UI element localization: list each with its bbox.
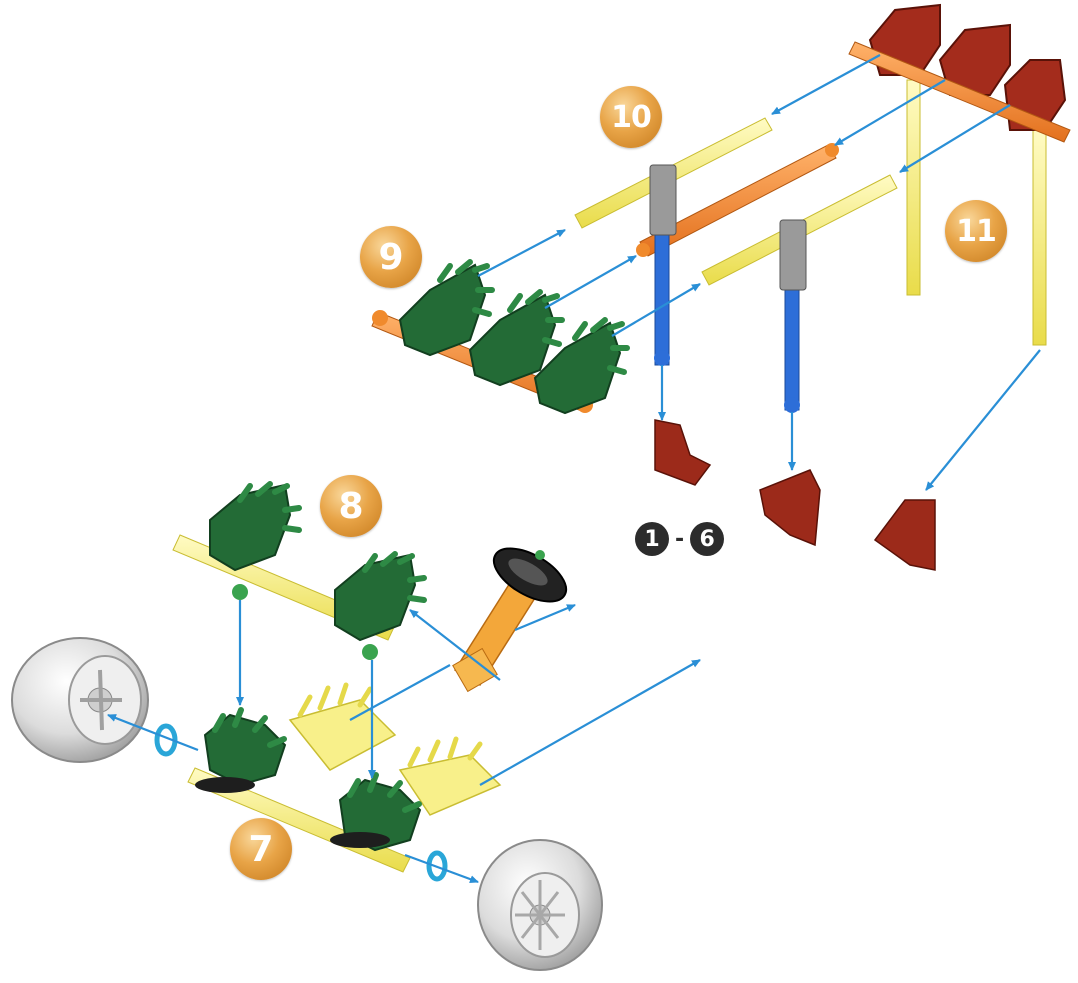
step7-green-connector-right-icon	[330, 772, 422, 852]
arrow	[544, 255, 637, 309]
step9-green-connector-3-icon	[533, 317, 630, 415]
front-left-wheel-icon	[11, 637, 149, 763]
right-spacer-icon	[426, 850, 448, 882]
step11-yellow-rod-left-icon	[906, 79, 921, 296]
step-11-number: 11	[956, 213, 997, 249]
arrow	[771, 54, 881, 115]
step-10-number: 10	[611, 99, 652, 135]
rear-right-wheel-icon	[477, 839, 603, 971]
arrow	[409, 609, 501, 681]
range-start-dot: 1	[635, 522, 669, 556]
step-10-badge: 10	[600, 86, 662, 148]
step8-green-connector-left-icon	[209, 481, 302, 600]
steps-range-marker: 1 - 6	[635, 522, 725, 556]
frame-red-connector-1-icon	[654, 419, 712, 486]
frame-red-connector-2-icon	[759, 469, 821, 547]
step8-green-connector-right-icon	[334, 551, 427, 660]
step-7-number: 7	[248, 828, 274, 870]
arrow	[479, 659, 701, 786]
step-9-number: 9	[378, 236, 404, 278]
arrow	[349, 664, 451, 721]
chassis-yellow-connectors	[288, 682, 502, 816]
step-8-badge: 8	[320, 475, 382, 537]
step11-yellow-rod-right-icon	[1032, 129, 1047, 346]
arrow	[107, 713, 199, 752]
steering-wheel-icon	[452, 547, 568, 693]
range-end: 6	[699, 526, 715, 552]
arrow	[899, 104, 1011, 173]
arrow	[404, 853, 479, 884]
range-end-dot: 6	[690, 522, 725, 556]
step9-green-connector-1-icon	[398, 259, 495, 357]
range-start: 1	[644, 526, 660, 552]
step-9-badge: 9	[360, 226, 422, 288]
frame-red-connector-3-icon	[873, 499, 936, 571]
arrow	[514, 603, 576, 632]
arrow	[477, 229, 566, 277]
step-8-number: 8	[338, 485, 364, 527]
arrow	[925, 349, 1041, 491]
assembly-arrows	[107, 54, 1041, 884]
step10-blue-rod-right-icon	[779, 219, 807, 413]
step-7-badge: 7	[230, 818, 292, 880]
step10-orange-rod-icon	[636, 143, 839, 257]
step7-green-connector-left-icon	[195, 707, 287, 793]
range-dash: -	[675, 526, 685, 552]
arrow	[834, 79, 946, 146]
step10-blue-rod-left-icon	[649, 164, 677, 366]
step-11-badge: 11	[945, 200, 1007, 262]
step11-red-connectors-icon	[848, 3, 1071, 143]
step9-green-connector-2-icon	[468, 289, 565, 387]
arrow	[611, 283, 701, 337]
